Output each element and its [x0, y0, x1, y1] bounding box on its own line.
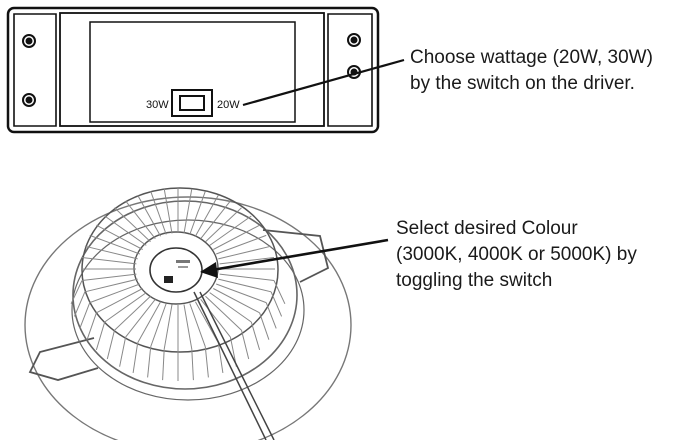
heatsink-radial-fins [70, 188, 286, 381]
heatsink-skirt-fin [147, 346, 152, 378]
heatsink-fin [163, 188, 173, 234]
power-cable [193, 291, 275, 441]
colour-switch-hub[interactable] [149, 247, 203, 293]
colour-switch-marking [176, 260, 190, 263]
heatsink-fin [218, 278, 272, 293]
heatsink-skirt-fin [217, 342, 224, 373]
wattage-instruction: Choose wattage (20W, 30W) by the switch … [410, 45, 653, 97]
wattage-instruction-line: Choose wattage (20W, 30W) [410, 47, 653, 68]
colour-instruction-line: (3000K, 4000K or 5000K) by [396, 244, 637, 265]
heatsink-skirt-fin [265, 302, 277, 329]
screw-icon [347, 33, 361, 47]
heatsink-fin [84, 278, 138, 293]
heatsink-fin [209, 215, 252, 246]
heatsink-fin [96, 288, 143, 314]
downlight [24, 187, 352, 445]
heatsink-fin [96, 224, 143, 250]
heatsink-lip [71, 219, 305, 401]
heatsink-skirt-fin [119, 337, 127, 367]
heatsink-fin [205, 295, 242, 331]
heatsink-fin [189, 303, 206, 347]
colour-switch-marking [178, 266, 188, 268]
heatsink-fin [205, 207, 242, 243]
switch-label-30w: 30W [146, 99, 169, 111]
heatsink-skirt-fin [86, 312, 97, 340]
driver-left-cap [13, 13, 57, 127]
heatsink-fin [150, 191, 167, 235]
heatsink-skirt-fin [132, 342, 139, 373]
heatsink-fin [189, 191, 206, 235]
colour-pointer-arrow [200, 238, 389, 278]
heatsink-skirt-fin [250, 321, 261, 351]
heatsink-fin [125, 200, 156, 240]
heatsink-fin [218, 245, 272, 260]
spring-clip-left [28, 337, 99, 381]
heatsink-fin [213, 288, 260, 314]
driver-panel [89, 21, 296, 123]
heatsink-fin [216, 234, 267, 255]
heatsink-fin [200, 200, 231, 240]
heatsink-fin [114, 295, 151, 331]
heatsink-fin [125, 298, 156, 338]
driver-right-cap [327, 13, 373, 127]
heatsink-fin [213, 224, 260, 250]
heatsink-skirt-fin [270, 291, 283, 317]
heatsink-fin [81, 273, 137, 281]
heatsink-fin [84, 245, 138, 260]
switch-label-20w: 20W [217, 99, 240, 111]
wattage-instruction-line: by the switch on the driver. [410, 73, 635, 94]
heatsink-skirt-fin [106, 330, 115, 360]
colour-instruction-line: toggling the switch [396, 270, 553, 291]
wattage-switch[interactable] [171, 89, 213, 117]
heatsink-fin [194, 195, 219, 237]
heatsink-fin [104, 215, 147, 246]
heatsink-fin [114, 207, 151, 243]
heatsink-fin [89, 234, 140, 255]
heatsink-fin [209, 292, 252, 323]
heatsink-skirt-fin [273, 280, 286, 305]
heatsink-fin [104, 292, 147, 323]
heatsink-fin [150, 303, 167, 347]
heatsink-skirt-fin [70, 280, 83, 305]
driver-inner-body [59, 12, 325, 127]
colour-switch[interactable] [164, 276, 173, 283]
heatsink-fin [183, 304, 193, 350]
colour-instruction-line: Select desired Colour [396, 218, 578, 239]
heatsink-fin [200, 298, 231, 338]
screw-icon [22, 93, 36, 107]
heatsink-skirt-fin [95, 321, 106, 351]
heatsink-fin [89, 283, 140, 304]
heatsink-fins-outer [81, 187, 279, 353]
wattage-pointer-line [242, 58, 405, 107]
led-driver [6, 6, 380, 134]
downlight-trim [24, 196, 352, 445]
colour-instruction: Select desired Colour (3000K, 4000K or 5… [396, 216, 637, 294]
heatsink-skirt-fin [191, 349, 194, 381]
heatsink-skirt-fin [79, 302, 91, 329]
heatsink-fin [81, 257, 137, 265]
heatsink-fin [163, 304, 173, 350]
screw-icon [22, 34, 36, 48]
heatsink-fin [194, 301, 219, 343]
heatsink-fin [219, 257, 275, 265]
heatsink-fin [219, 273, 275, 281]
heatsink-skirt-fin [73, 291, 86, 317]
heatsink-skirt-fin [259, 312, 270, 340]
heatsink-fin [137, 195, 162, 237]
heatsink-skirt-fin [241, 330, 250, 360]
heatsink-skirt-fin [162, 349, 165, 381]
heatsink-skirt-fin [204, 346, 209, 378]
heatsink-fin [183, 188, 193, 234]
heatsink-fin [216, 283, 267, 304]
heatsink-fin [137, 301, 162, 343]
